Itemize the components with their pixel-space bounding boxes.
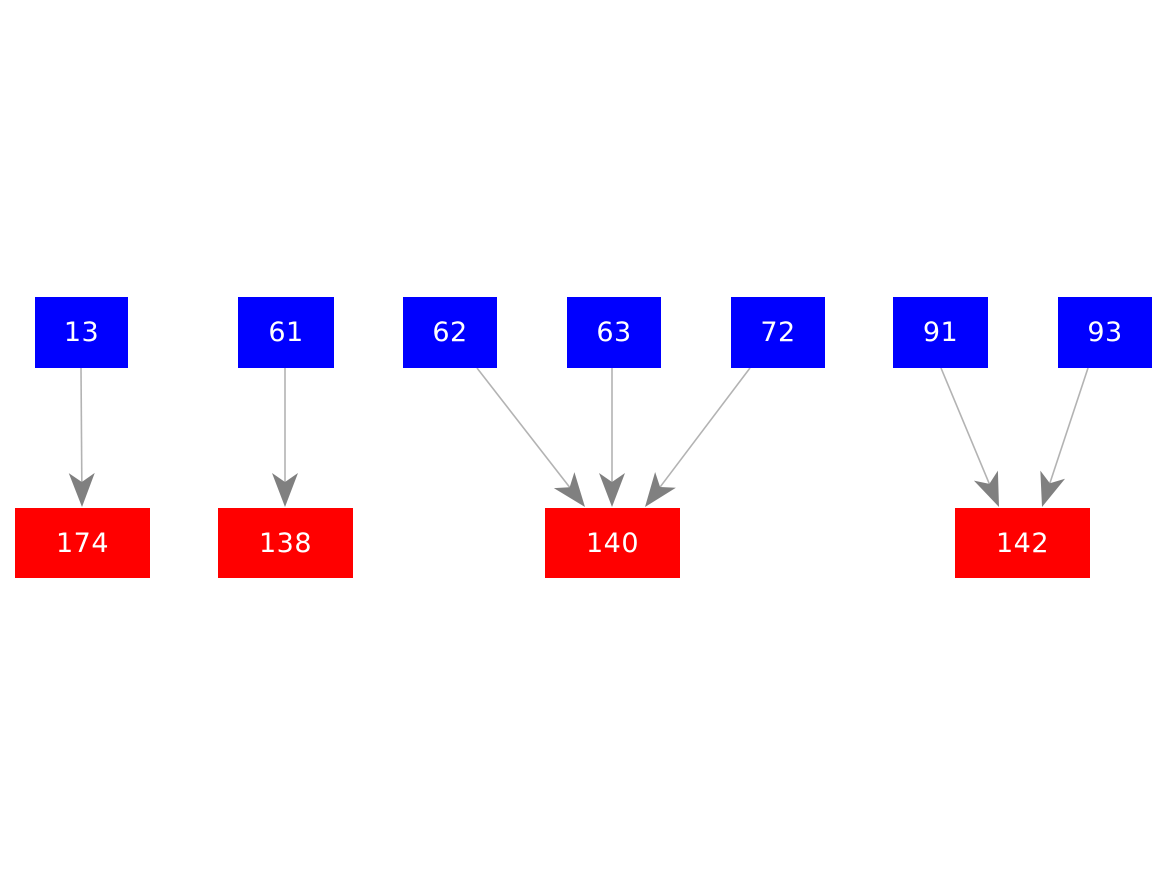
node-63[interactable]: 63 bbox=[567, 297, 661, 368]
node-91[interactable]: 91 bbox=[893, 297, 988, 368]
edge-arrowhead bbox=[68, 472, 95, 507]
node-label: 62 bbox=[432, 317, 468, 348]
edge-arrowhead bbox=[645, 472, 676, 507]
edge-arrowhead bbox=[599, 473, 625, 507]
node-61[interactable]: 61 bbox=[238, 297, 334, 368]
node-138[interactable]: 138 bbox=[218, 508, 353, 578]
node-13[interactable]: 13 bbox=[35, 297, 128, 368]
edge-arrowhead bbox=[553, 472, 585, 507]
node-label: 142 bbox=[995, 527, 1050, 559]
node-72[interactable]: 72 bbox=[731, 297, 825, 368]
node-174[interactable]: 174 bbox=[15, 508, 150, 578]
edge-line bbox=[659, 367, 751, 488]
node-label: 140 bbox=[585, 527, 640, 559]
node-label: 13 bbox=[63, 317, 100, 348]
node-label: 91 bbox=[922, 317, 959, 348]
edge-arrowhead bbox=[272, 473, 298, 507]
node-label: 174 bbox=[55, 527, 110, 559]
edge-arrowhead bbox=[1040, 470, 1066, 507]
node-142[interactable]: 142 bbox=[955, 508, 1090, 578]
edge-arrowhead bbox=[973, 470, 999, 507]
node-label: 138 bbox=[258, 527, 313, 559]
node-label: 61 bbox=[268, 317, 304, 348]
edge-line bbox=[1049, 367, 1089, 484]
edge-line bbox=[940, 367, 991, 485]
node-label: 63 bbox=[596, 317, 632, 348]
node-140[interactable]: 140 bbox=[545, 508, 680, 578]
node-62[interactable]: 62 bbox=[403, 297, 497, 368]
edge-line bbox=[80, 367, 83, 483]
node-93[interactable]: 93 bbox=[1058, 297, 1152, 368]
edge-line bbox=[476, 367, 571, 488]
node-label: 93 bbox=[1087, 317, 1123, 348]
node-label: 72 bbox=[760, 317, 796, 348]
